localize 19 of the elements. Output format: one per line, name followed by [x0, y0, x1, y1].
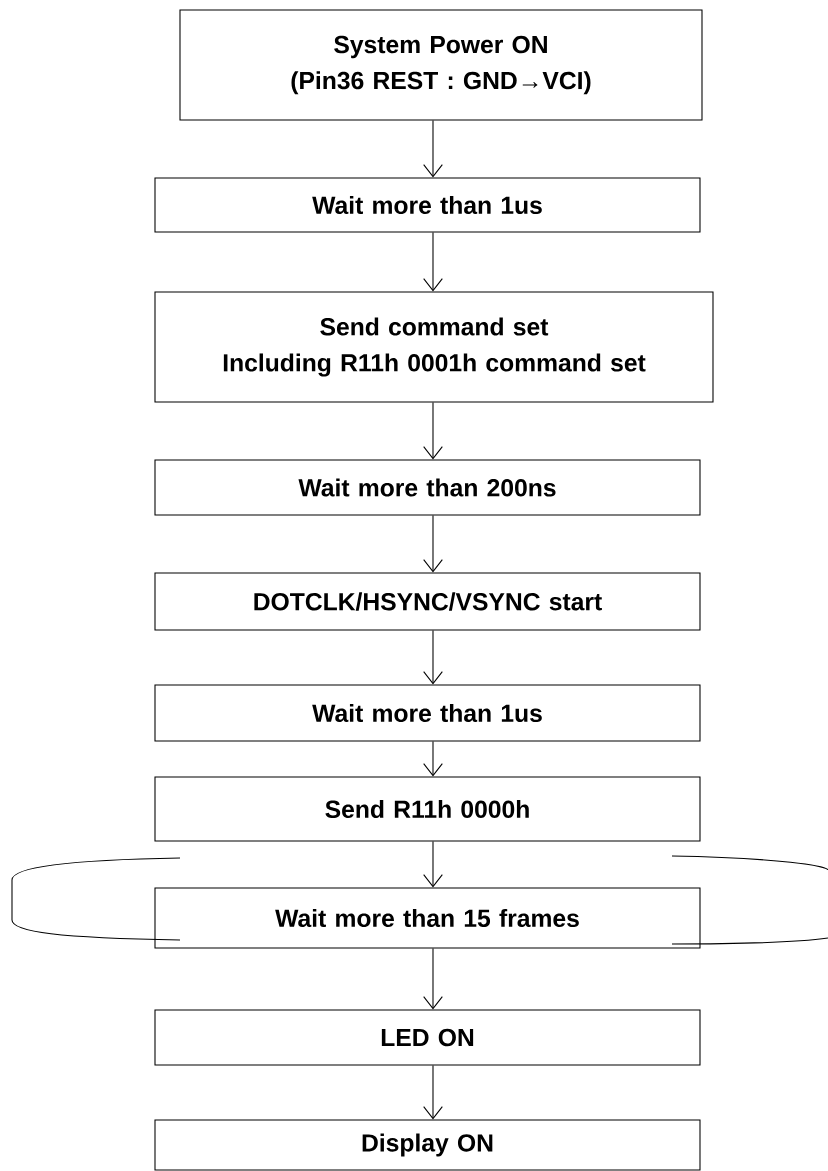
process-box: Wait more than 15 frames: [154, 887, 701, 949]
process-box: LED ON: [154, 1009, 701, 1066]
process-box: Send R11h 0000h: [154, 776, 701, 842]
process-box: Send command set Including R11h 0001h command set: [154, 291, 714, 403]
arrow: [423, 120, 443, 178]
process-box: Wait more than 1us: [154, 177, 701, 233]
arrow: [423, 630, 443, 685]
process-box: DOTCLK/HSYNC/VSYNC start: [154, 572, 701, 631]
arrow: [423, 515, 443, 573]
arrow: [423, 741, 443, 777]
process-box: Display ON: [154, 1119, 701, 1171]
arrow: [423, 948, 443, 1010]
process-box: System Power ON (Pin36 REST : GND→VCI): [179, 9, 703, 121]
arrow: [423, 841, 443, 888]
process-box: Wait more than 200ns: [154, 459, 701, 516]
arrow: [423, 232, 443, 292]
arrow: [423, 1065, 443, 1120]
process-box: Wait more than 1us: [154, 684, 701, 742]
arrow: [423, 402, 443, 460]
